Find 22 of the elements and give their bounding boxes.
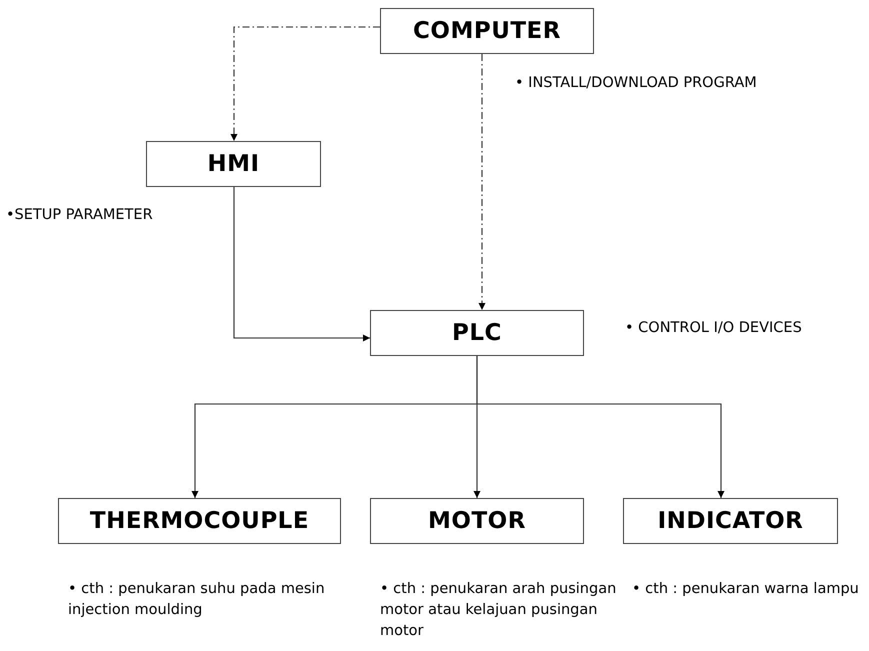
arrow — [476, 356, 724, 498]
arrow — [230, 26, 380, 141]
example-note: • cth : penukaran warna lampu — [632, 580, 860, 599]
box-title: INDICATOR — [658, 508, 804, 534]
box-title: THERMOCOUPLE — [90, 508, 310, 534]
box-title: HMI — [207, 151, 260, 177]
example-note: • cth : penukaran arah pusingan motor atau kelajuan pusingan motor — [380, 580, 618, 642]
device-box — [370, 498, 584, 544]
example-note: • CONTROL I/O DEVICES — [625, 319, 803, 338]
device-box — [146, 141, 321, 187]
function-note: •SETUP PARAMETER — [6, 206, 154, 225]
device-box — [623, 498, 838, 544]
arrow — [478, 54, 486, 310]
device-box — [58, 498, 341, 544]
arrow — [233, 187, 370, 342]
function-note: • INSTALL/DOWNLOAD PROGRAM — [515, 74, 758, 93]
box-title: COMPUTER — [413, 18, 561, 44]
box-title: PLC — [452, 320, 502, 346]
example-note: • cth : penukaran suhu pada mesin injection moulding — [68, 580, 326, 620]
device-box — [370, 310, 584, 356]
device-box — [380, 8, 594, 54]
box-title: MOTOR — [428, 508, 526, 534]
